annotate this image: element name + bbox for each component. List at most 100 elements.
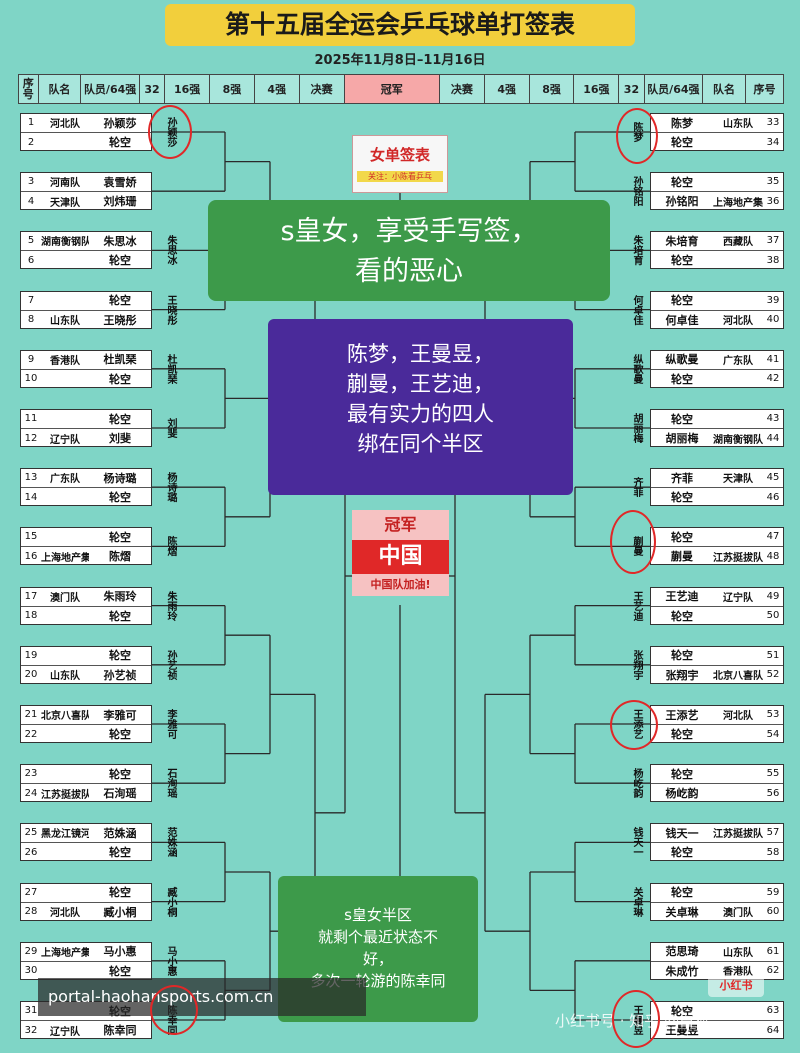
url-overlay[interactable]: portal-haohansports.com.cn xyxy=(38,978,366,1016)
bracket-row: 29上海地产集团队马小惠 xyxy=(21,942,151,961)
player-name: 王添艺 xyxy=(665,708,699,722)
seed-number: 40 xyxy=(766,314,780,326)
r32-winner xyxy=(158,174,176,208)
player-name: 孙颖莎 xyxy=(103,116,137,130)
seed-number: 41 xyxy=(766,353,780,365)
player-name: 袁雪娇 xyxy=(103,175,137,189)
comment-line: 绑在同个半区 xyxy=(357,432,484,456)
player-name: 轮空 xyxy=(671,1004,693,1018)
player-name: 刘炜珊 xyxy=(103,195,137,209)
comment-line: s皇女半区 xyxy=(344,906,412,924)
team-name: 辽宁队 xyxy=(50,1026,80,1038)
header-cell: 队员/64强 xyxy=(81,75,140,103)
seed-number: 12 xyxy=(24,432,38,444)
seed-number: 33 xyxy=(766,117,780,128)
seed-number: 6 xyxy=(27,254,35,266)
bracket-row: 轮空 46 xyxy=(651,487,783,506)
header-cell: 4强 xyxy=(485,75,530,103)
seed-number: 8 xyxy=(27,314,35,326)
r32-winner: 齐菲 xyxy=(631,477,642,498)
team-name: 北京八喜队 xyxy=(713,671,763,683)
seed-number: 15 xyxy=(24,531,38,543)
seed-number: 46 xyxy=(766,491,780,503)
player-name: 轮空 xyxy=(671,491,693,505)
player-name: 轮空 xyxy=(671,649,693,663)
seed-number: 50 xyxy=(766,610,780,622)
r32-winner: 朱培育 xyxy=(631,235,642,266)
seed-number: 16 xyxy=(24,550,38,562)
seed-number: 53 xyxy=(766,709,780,720)
player-name: 朱雨玲 xyxy=(103,590,137,604)
player-name: 陈梦 xyxy=(671,116,693,130)
seed-number: 30 xyxy=(24,965,38,977)
comment-line: 好， xyxy=(362,950,393,968)
player-name: 轮空 xyxy=(671,846,693,860)
seed-number: 54 xyxy=(766,728,780,740)
bracket-row: 25黑龙江镜河队范姝涵 xyxy=(21,823,151,842)
r32-winner: 李雅可 xyxy=(165,709,176,739)
seed-number: 34 xyxy=(766,136,780,148)
seed-number: 57 xyxy=(766,827,780,839)
follow-note: 关注：小陈看乒乓 xyxy=(357,171,443,182)
r32-winner: 孙艺祯 xyxy=(165,649,176,680)
team-name: 湖南衡钢队 xyxy=(713,434,763,446)
handwritten-circle xyxy=(610,510,656,574)
team-name: 广东队 xyxy=(50,474,80,486)
player-name: 何卓佳 xyxy=(665,313,699,327)
team-name: 天津队 xyxy=(723,474,753,486)
player-name: 轮空 xyxy=(109,846,131,860)
player-name: 轮空 xyxy=(109,964,131,978)
seed-number: 4 xyxy=(27,195,35,207)
player-name: 杨诗璐 xyxy=(103,471,137,485)
team-name: 北京八喜队 xyxy=(41,711,89,722)
team-name: 湖南衡钢队 xyxy=(41,237,89,249)
comment-banner-top: s皇女，享受手写签， 看的恶心 xyxy=(208,200,610,301)
player-name: 轮空 xyxy=(109,649,131,663)
women-singles-card: 女单签表 关注：小陈看乒乓 xyxy=(352,135,448,193)
seed-number: 31 xyxy=(24,1005,38,1016)
seed-number: 58 xyxy=(766,846,780,858)
header-cell: 8强 xyxy=(530,75,575,103)
player-name: 朱培育 xyxy=(665,234,699,248)
seed-number: 39 xyxy=(766,294,780,306)
team-name: 上海地产集团队 xyxy=(41,947,89,959)
team-name: 山东队 xyxy=(723,119,753,130)
handwritten-circle xyxy=(612,990,660,1048)
seed-number: 45 xyxy=(766,472,780,484)
seed-number: 11 xyxy=(24,413,38,424)
comment-line: 蒯曼，王艺迪， xyxy=(347,372,494,396)
seed-number: 23 xyxy=(24,768,38,780)
seed-number: 36 xyxy=(766,195,780,207)
player-name: 范姝涵 xyxy=(103,826,137,840)
player-name: 范思琦 xyxy=(665,945,699,959)
r32-winner: 马小惠 xyxy=(165,945,176,976)
seed-number: 52 xyxy=(766,669,780,681)
seed-number: 55 xyxy=(766,768,780,780)
team-name: 西藏队 xyxy=(723,237,753,249)
seed-number: 56 xyxy=(766,787,780,799)
seed-number: 47 xyxy=(766,531,780,543)
header-cell: 序号 xyxy=(19,75,39,103)
